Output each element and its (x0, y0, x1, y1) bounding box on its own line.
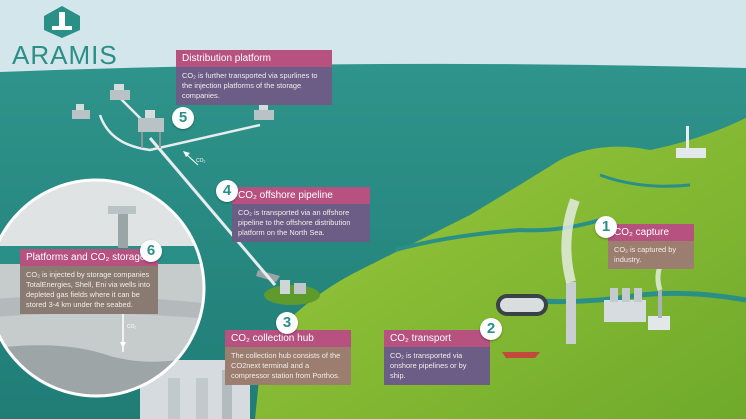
card-title: CO₂ capture (608, 224, 694, 241)
card-title: CO₂ collection hub (225, 330, 351, 347)
card-title: Platforms and CO₂ storage (20, 249, 158, 266)
platform (110, 84, 130, 100)
step-badge-4: 4 (216, 180, 238, 202)
step-badge-1: 1 (595, 216, 617, 238)
step-badge-2: 2 (480, 318, 502, 340)
flow-label-storage: CO₂ (127, 324, 137, 330)
step-badge-3: 3 (276, 312, 298, 334)
flow-label-pipeline: CO₂ (196, 158, 206, 164)
logo-text: ARAMIS (12, 40, 118, 70)
platform (138, 110, 164, 148)
industry-site-far (676, 126, 706, 158)
card-co2-capture: CO₂ capture CO₂ is captured by industry. (608, 224, 694, 269)
logo-icon (44, 6, 80, 38)
hub-island (264, 285, 320, 305)
card-offshore-pipeline: CO₂ offshore pipeline CO₂ is transported… (232, 187, 370, 242)
card-title: CO₂ offshore pipeline (232, 187, 370, 204)
card-body: CO₂ is injected by storage companies Tot… (20, 266, 158, 314)
platform (254, 104, 274, 120)
card-title: Distribution platform (176, 50, 332, 67)
card-co2-transport: CO₂ transport CO₂ is transported via ons… (384, 330, 490, 385)
cross-section-border (0, 178, 206, 398)
card-body: The collection hub consists of the CO2ne… (225, 347, 351, 385)
hub-building (294, 283, 306, 294)
hub-tank (280, 280, 290, 294)
card-body: CO₂ is transported via an offshore pipel… (232, 204, 370, 242)
spurline (98, 114, 261, 152)
waterway (394, 218, 601, 252)
step-badge-5: 5 (172, 107, 194, 129)
industry-site (561, 198, 670, 344)
step-badge-6: 6 (140, 240, 162, 262)
platform (72, 104, 90, 119)
card-body: CO₂ is captured by industry. (608, 241, 694, 269)
card-collection-hub: CO₂ collection hub The collection hub co… (225, 330, 351, 385)
card-distribution-platform: Distribution platform CO₂ is further tra… (176, 50, 332, 105)
injection-arrow-head (120, 342, 126, 348)
waterway (599, 173, 691, 188)
land (255, 118, 746, 419)
aramis-logo: ARAMIS (12, 4, 118, 71)
flow-arrow-head (183, 151, 190, 157)
flow-arrow (185, 153, 199, 166)
card-title: CO₂ transport (384, 330, 490, 347)
card-body: CO₂ is transported via onshore pipelines… (384, 347, 490, 385)
card-platforms-storage: Platforms and CO₂ storage CO₂ is injecte… (20, 249, 158, 314)
offshore-pipeline (148, 137, 277, 286)
card-body: CO₂ is further transported via spurlines… (176, 67, 332, 105)
transport-ship (502, 352, 540, 358)
